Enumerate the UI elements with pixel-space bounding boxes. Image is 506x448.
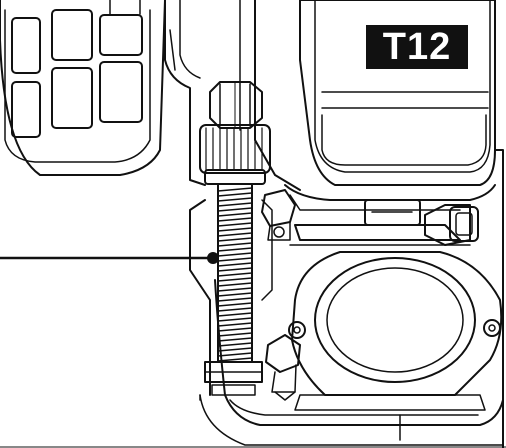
thread-line xyxy=(217,207,253,212)
thread-line xyxy=(217,297,253,302)
motor-housing xyxy=(0,0,166,176)
leader-dot-icon xyxy=(207,252,219,264)
thread-line xyxy=(217,222,253,227)
thread-line xyxy=(217,187,253,192)
thread-line xyxy=(217,357,253,362)
thread-line xyxy=(217,287,253,292)
thread-line xyxy=(217,322,253,327)
thread-line xyxy=(217,327,253,332)
thread-line xyxy=(217,282,253,287)
thread-line xyxy=(217,262,253,267)
thumb-knob-icon xyxy=(261,189,296,241)
thread-line xyxy=(217,242,253,247)
thread-line xyxy=(217,337,253,342)
thread-line xyxy=(217,217,253,222)
threaded-depth-rod-icon xyxy=(217,183,253,363)
thread-line xyxy=(217,267,253,272)
thread-line xyxy=(217,232,253,237)
thread-line xyxy=(217,332,253,337)
thread-line xyxy=(217,317,253,322)
motor-body xyxy=(299,0,496,186)
thread-line xyxy=(217,257,253,262)
thread-line xyxy=(217,312,253,317)
thread-line xyxy=(217,247,253,252)
vent-slot xyxy=(51,67,93,129)
callout-leader xyxy=(0,252,219,264)
screw-hole xyxy=(288,321,306,339)
thread-line xyxy=(217,342,253,347)
thread-line xyxy=(217,307,253,312)
thread-line xyxy=(217,202,253,207)
column-pillar-lower xyxy=(189,199,273,396)
thread-line xyxy=(217,212,253,217)
thread-line xyxy=(217,292,253,297)
thread-line xyxy=(217,277,253,282)
vent-slot xyxy=(99,61,143,123)
thread-line xyxy=(217,352,253,357)
screw-hole xyxy=(483,319,501,337)
column-housing xyxy=(164,0,301,191)
thread-line xyxy=(217,237,253,242)
router-base-plate xyxy=(199,224,504,446)
thread-line xyxy=(217,252,253,257)
thumb-knob-icon xyxy=(265,334,301,401)
motor-collar xyxy=(284,184,496,246)
depth-rod-assembly xyxy=(199,81,271,396)
vent-slot xyxy=(51,9,93,61)
thread-line xyxy=(217,272,253,277)
knurled-knob xyxy=(199,124,271,185)
vent-slot xyxy=(99,14,143,56)
thread-line xyxy=(217,227,253,232)
base-opening xyxy=(314,257,476,383)
lock-button xyxy=(449,206,479,242)
thread-line xyxy=(217,197,253,202)
thread-line xyxy=(217,302,253,307)
vent-slot xyxy=(11,17,41,74)
thread-line xyxy=(217,192,253,197)
thread-line xyxy=(217,347,253,352)
figure-tag-label: T12 xyxy=(366,25,468,69)
hex-nut-icon xyxy=(209,81,263,129)
vent-slot xyxy=(11,81,41,138)
